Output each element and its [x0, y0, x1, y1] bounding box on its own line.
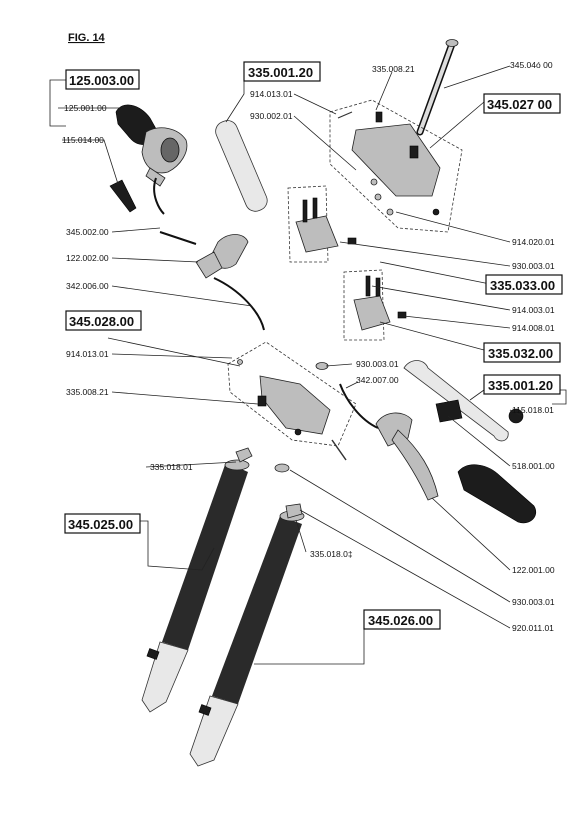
callout-125-001-00: 125.001.00: [64, 103, 107, 113]
callout-345-027-00: 345.027 00: [483, 93, 561, 114]
callout-122-002-00: 122.002.00: [66, 253, 109, 263]
callout-914-013-01-top: 914.013.01: [250, 89, 293, 99]
callout-125-003-00: 125.003.00: [65, 69, 140, 90]
svg-text:345.028.00: 345.028.00: [69, 314, 134, 329]
callout-115-014-00: 115.014.00: [62, 135, 104, 145]
callout-335-018-01-left: 335.018.01: [150, 462, 193, 472]
bar-end-plug-drawing: [508, 408, 524, 424]
callout-345-046-00: 345.04ó 00: [510, 60, 553, 70]
svg-text:345.025.00: 345.025.00: [68, 517, 133, 532]
svg-text:335.033.00: 335.033.00: [490, 278, 555, 293]
dust-cap-left-drawing: [235, 447, 253, 463]
callout-335-008-21-mid: 335.008.21: [66, 387, 109, 397]
callout-115-018-01: 115.018.01: [512, 405, 554, 415]
callout-335-018-01-right: 335.018.0‡: [310, 549, 353, 559]
callout-914-013-01-mid: 914.013.01: [66, 349, 109, 359]
callout-930-003-01-bottom: 930.003.01: [512, 597, 555, 607]
lower-triple-clamp-drawing: [227, 341, 357, 461]
fork-leg-right-drawing: [189, 510, 305, 767]
upper-triple-clamp-drawing: [329, 99, 463, 233]
handlebar-clamp-lower-drawing: [343, 269, 407, 341]
callout-335-008-21-top: 335.008.21: [372, 64, 415, 74]
throttle-grip-drawing: [115, 104, 188, 215]
callout-345-028-00: 345.028.00: [65, 310, 142, 331]
callout-345-002-00: 345.002.00: [66, 227, 109, 237]
dust-cap-right-drawing: [285, 503, 303, 519]
svg-text:335.001.20: 335.001.20: [248, 65, 313, 80]
callout-345-026-00: 345.026.00: [363, 609, 441, 630]
callout-122-001-00: 122.001.00: [512, 565, 555, 575]
callout-345-025-00: 345.025.00: [64, 513, 141, 534]
brake-lever-drawing: [339, 383, 463, 501]
callout-930-003-01-mid: 930.003.01: [356, 359, 399, 369]
svg-text:125.003.00: 125.003.00: [69, 73, 134, 88]
nut-fork-drawing: [274, 463, 290, 473]
callout-335-001-20-top: 335.001.20: [243, 61, 321, 82]
svg-text:335.001.20: 335.001.20: [488, 378, 553, 393]
leader-lines: [49, 65, 567, 665]
callout-342-006-00: 342.006.00: [66, 281, 109, 291]
clutch-lever-drawing: [159, 231, 265, 331]
handlebar-clamp-upper-drawing: [287, 185, 357, 263]
cable-cone-drawing: [109, 179, 137, 213]
svg-text:345.026.00: 345.026.00: [368, 613, 433, 628]
callout-342-007-00: 342.007.00: [356, 375, 399, 385]
handlebar-tube-top-drawing: [215, 120, 268, 212]
right-grip-drawing: [457, 464, 537, 524]
callout-335-032-00: 335.032.00: [483, 342, 561, 363]
callout-914-020-01: 914.020.01: [512, 237, 555, 247]
callout-914-003-01: 914.003.01: [512, 305, 555, 315]
callout-930-002-01: 930.002.01: [250, 111, 293, 121]
svg-text:345.027 00: 345.027 00: [487, 97, 552, 112]
fork-leg-left-drawing: [141, 459, 250, 713]
callout-914-008-01: 914.008.01: [512, 323, 555, 333]
svg-text:335.032.00: 335.032.00: [488, 346, 553, 361]
callout-335-033-00: 335.033.00: [485, 274, 563, 295]
figure-title: FIG. 14: [68, 32, 106, 44]
callout-930-003-01-top: 930.003.01: [512, 261, 555, 271]
steering-rod-drawing: [416, 39, 459, 136]
callout-518-001-00: 518.001.00: [512, 461, 555, 471]
callout-920-011-01: 920.011.01: [512, 623, 554, 633]
callout-335-001-20-right: 335.001.20: [483, 374, 561, 395]
